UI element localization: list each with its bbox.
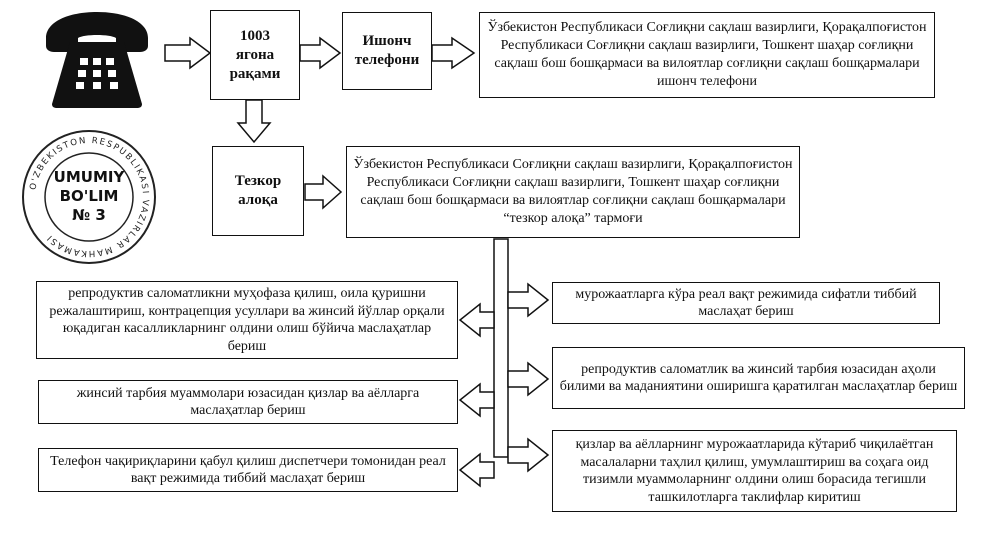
right-service-2: репродуктив саломатлик ва жинсий тарбия … — [552, 347, 965, 409]
hotline-number-box: 1003 ягона рақами — [210, 10, 300, 100]
trust-phone-box: Ишонч телефони — [342, 12, 432, 90]
official-stamp: O'ZBEKISTON RESPUBLIKASI VAZIRLAR MAHKAM… — [20, 126, 158, 268]
left-service-1-text: репродуктив саломатликни муҳофаза қилиш,… — [49, 286, 445, 354]
rapid-comm-description: Ўзбекистон Республикаси Соғлиқни сақлаш … — [346, 146, 800, 238]
left-service-2: жинсий тарбия муаммолари юзасидан қизлар… — [38, 380, 458, 424]
right-service-2-text: репродуктив саломатлик ва жинсий тарбия … — [559, 361, 958, 395]
trust-phone-label: Ишонч телефони — [354, 33, 420, 68]
left-service-1: репродуктив саломатликни муҳофаза қилиш,… — [36, 281, 458, 359]
rapid-comm-box: Тезкор алоқа — [212, 146, 304, 236]
right-service-3: қизлар ва аёлларнинг мурожаатларида кўта… — [552, 430, 957, 512]
trust-phone-description: Ўзбекистон Республикаси Соғлиқни сақлаш … — [479, 12, 935, 98]
rapid-comm-label: Тезкор алоқа — [234, 173, 282, 208]
trust-phone-description-text: Ўзбекистон Республикаси Соғлиқни сақлаш … — [487, 20, 927, 89]
left-service-3: Телефон чақириқларини қабул қилиш диспет… — [38, 448, 458, 492]
left-service-2-text: жинсий тарбия муаммолари юзасидан қизлар… — [76, 385, 420, 419]
right-service-3-text: қизлар ва аёлларнинг мурожаатларида кўта… — [575, 437, 934, 505]
right-service-1-text: мурожаатларга кўра реал вақт режимида си… — [575, 286, 917, 320]
left-service-3-text: Телефон чақириқларини қабул қилиш диспет… — [50, 453, 446, 487]
telephone-icon — [46, 12, 148, 108]
rapid-comm-description-text: Ўзбекистон Республикаси Соғлиқни сақлаш … — [353, 157, 793, 226]
right-service-1: мурожаатларга кўра реал вақт режимида си… — [552, 282, 940, 324]
hotline-number-label: 1003 ягона рақами — [229, 27, 281, 82]
